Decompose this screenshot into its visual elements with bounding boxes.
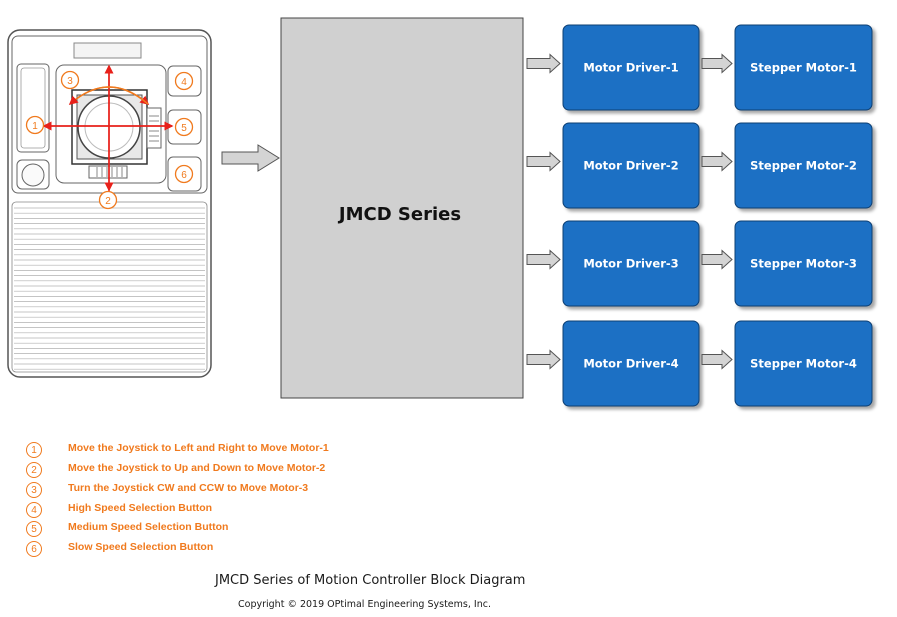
motor-driver-box-2: Motor Driver-2 — [562, 122, 700, 209]
stepper-motor-box-1: Stepper Motor-1 — [734, 24, 873, 111]
controller-box: JMCD Series — [280, 17, 524, 399]
arrow-controller-to-driver-1 — [526, 53, 561, 74]
arrow-driver-to-motor-1 — [701, 53, 733, 74]
legend-number: 1 — [26, 442, 42, 458]
stepper-motor-box-2-label: Stepper Motor-2 — [750, 159, 857, 173]
grille — [11, 201, 208, 373]
arrow-controller-to-driver-2 — [526, 151, 561, 172]
stepper-motor-box-4: Stepper Motor-4 — [734, 320, 873, 407]
legend-number: 4 — [26, 502, 42, 518]
motor-driver-box-1-label: Motor Driver-1 — [583, 61, 678, 75]
legend-text: High Speed Selection Button — [68, 502, 213, 514]
joystick-device: 1 2 3 4 5 6 — [7, 29, 212, 378]
legend-number: 6 — [26, 541, 42, 557]
motor-driver-box-2-label: Motor Driver-2 — [583, 159, 678, 173]
marker-6: 6 — [174, 164, 194, 184]
legend-item-2: 2 Move the Joystick to Up and Down to Mo… — [26, 461, 325, 479]
svg-text:2: 2 — [105, 196, 111, 207]
marker-5: 5 — [174, 117, 194, 137]
svg-text:4: 4 — [181, 77, 187, 88]
legend-item-4: 4 High Speed Selection Button — [26, 501, 212, 519]
controller-label: JMCD Series — [337, 204, 461, 225]
stepper-motor-box-3-label: Stepper Motor-3 — [750, 257, 857, 271]
left-slot — [16, 63, 50, 153]
motor-driver-box-3-label: Motor Driver-3 — [583, 257, 678, 271]
marker-4: 4 — [174, 71, 194, 91]
motor-driver-box-3: Motor Driver-3 — [562, 220, 700, 307]
motor-driver-box-4-label: Motor Driver-4 — [583, 357, 678, 371]
legend-item-1: 1 Move the Joystick to Left and Right to… — [26, 441, 329, 459]
legend-item-6: 6 Slow Speed Selection Button — [26, 540, 213, 558]
svg-text:3: 3 — [67, 76, 73, 87]
marker-1: 1 — [25, 115, 45, 135]
stepper-motor-box-1-label: Stepper Motor-1 — [750, 61, 857, 75]
legend-text: Turn the Joystick CW and CCW to Move Mot… — [68, 482, 309, 494]
round-button[interactable] — [21, 163, 45, 187]
stepper-motor-box-2: Stepper Motor-2 — [734, 122, 873, 209]
arrow-driver-to-motor-3 — [701, 249, 733, 270]
legend-item-3: 3 Turn the Joystick CW and CCW to Move M… — [26, 481, 308, 499]
legend-number: 5 — [26, 521, 42, 537]
legend-item-5: 5 Medium Speed Selection Button — [26, 520, 228, 538]
stepper-motor-box-4-label: Stepper Motor-4 — [750, 357, 857, 371]
arrow-controller-to-driver-4 — [526, 349, 561, 370]
legend-number: 3 — [26, 482, 42, 498]
arrow-driver-to-motor-4 — [701, 349, 733, 370]
svg-text:5: 5 — [181, 123, 187, 134]
copyright-notice: Copyright © 2019 OPtimal Engineering Sys… — [238, 599, 491, 610]
arrow-driver-to-motor-2 — [701, 151, 733, 172]
motor-driver-box-4: Motor Driver-4 — [562, 320, 700, 407]
motor-driver-box-1: Motor Driver-1 — [562, 24, 700, 111]
legend-text: Slow Speed Selection Button — [68, 541, 214, 553]
legend-text: Move the Joystick to Left and Right to M… — [68, 442, 329, 454]
bottom-roller — [88, 165, 128, 179]
marker-2: 2 — [98, 190, 118, 210]
svg-text:1: 1 — [32, 121, 38, 132]
legend-text: Medium Speed Selection Button — [68, 521, 229, 533]
arrow-device-to-controller — [221, 144, 280, 172]
svg-text:6: 6 — [181, 170, 187, 181]
stepper-motor-box-3: Stepper Motor-3 — [734, 220, 873, 307]
legend-text: Move the Joystick to Up and Down to Move… — [68, 462, 326, 474]
arrow-controller-to-driver-3 — [526, 249, 561, 270]
marker-3: 3 — [60, 70, 80, 90]
legend-number: 2 — [26, 462, 42, 478]
diagram-caption: JMCD Series of Motion Controller Block D… — [215, 573, 526, 588]
right-roller — [146, 107, 162, 149]
display-window — [73, 42, 142, 59]
